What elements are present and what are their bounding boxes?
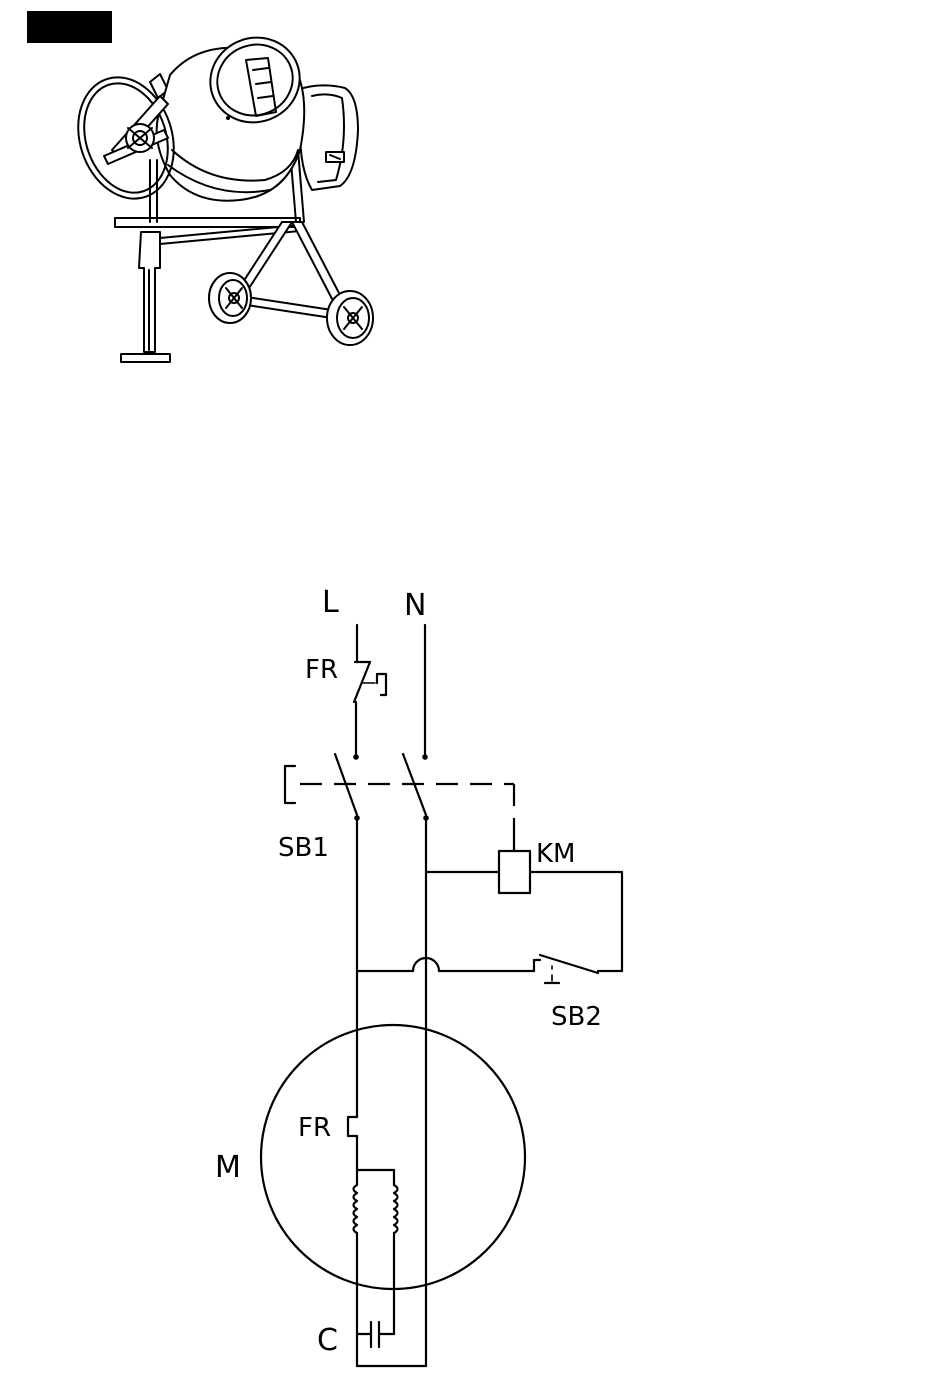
wiring-diagram: L N FR SB1: [215, 585, 622, 1366]
stop-switch-label: SB2: [551, 1002, 602, 1032]
capacitor: [357, 1322, 426, 1366]
stop-switch-sb2: [357, 955, 622, 983]
contactor-label: KM: [536, 839, 575, 869]
motor-windings: [354, 1170, 398, 1334]
motor-thermal-relay-label: FR: [298, 1113, 331, 1143]
line-label: L: [322, 585, 339, 620]
section-tab-marker: [27, 11, 112, 43]
mixer-wheel-right: [327, 291, 373, 345]
motor-label: M: [215, 1150, 241, 1185]
mixer-motor-housing: [297, 85, 358, 190]
start-switch-sb1: [285, 754, 514, 821]
mixer-drum: [157, 25, 312, 201]
start-switch-label: SB1: [278, 833, 329, 863]
mixer-wheel-left: [209, 273, 251, 323]
thermal-relay-label-top: FR: [305, 655, 338, 685]
capacitor-label: C: [317, 1323, 338, 1358]
thermal-relay-contact: [353, 625, 386, 760]
motor-thermal-relay: [348, 1117, 357, 1170]
concrete-mixer-illustration: [63, 25, 373, 362]
contactor-coil-km: [426, 820, 622, 971]
neutral-label: N: [404, 588, 426, 623]
